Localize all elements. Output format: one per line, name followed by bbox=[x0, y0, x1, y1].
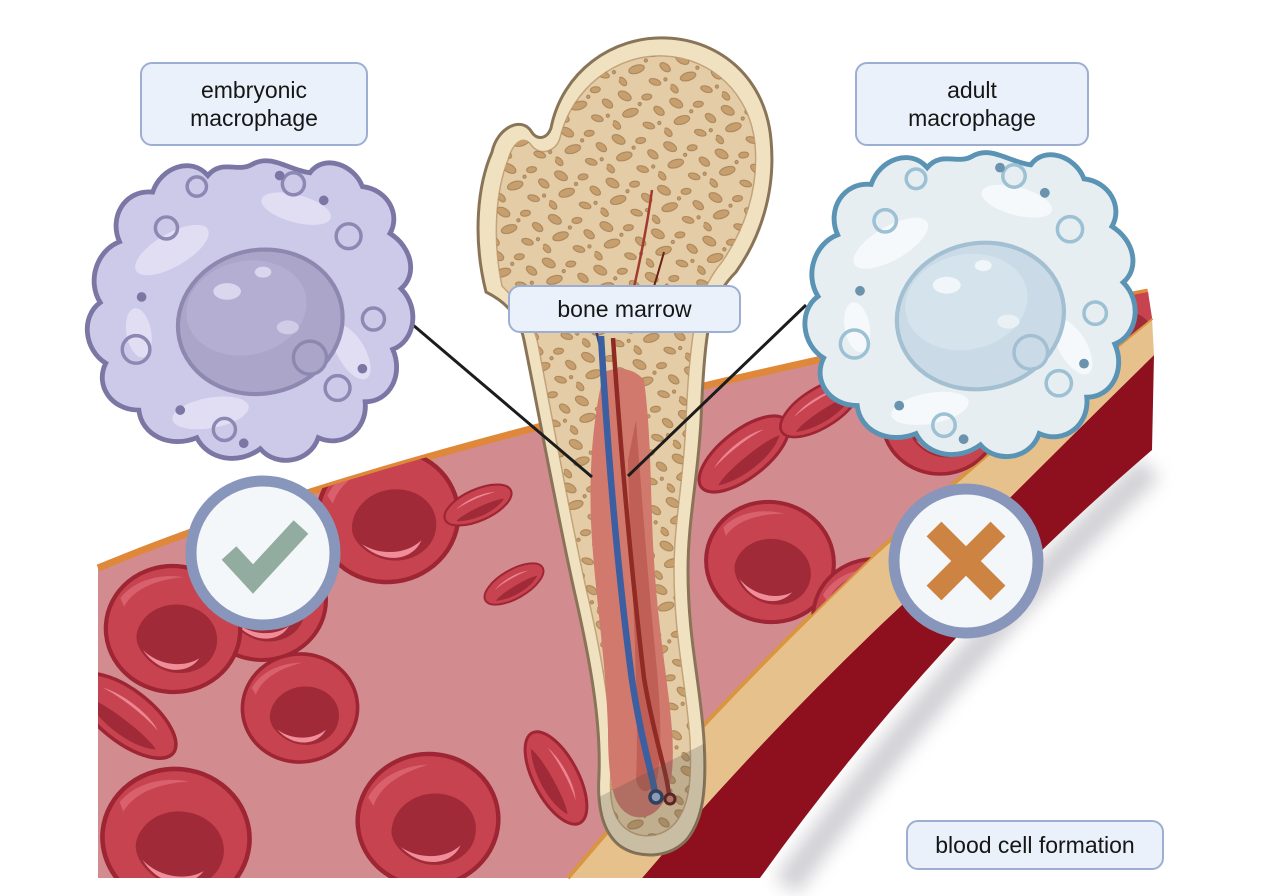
vein-line bbox=[597, 335, 659, 794]
vessel-shadow bbox=[774, 457, 1160, 895]
cross-badge bbox=[888, 483, 1044, 639]
cross-icon bbox=[926, 521, 1006, 601]
label-bone-marrow: bone marrow bbox=[508, 285, 741, 333]
check-badge bbox=[185, 475, 341, 631]
bone-vessels bbox=[586, 189, 677, 806]
pointer-line-left bbox=[412, 323, 593, 479]
label-blood-cell-formation-text: blood cell formation bbox=[935, 831, 1135, 858]
femur-bone bbox=[476, 36, 774, 857]
label-adult-macrophage: adult macrophage bbox=[855, 62, 1089, 146]
vein-end bbox=[648, 789, 664, 805]
pointer-line-right bbox=[626, 303, 808, 478]
check-icon bbox=[221, 520, 309, 594]
label-bone-marrow-text: bone marrow bbox=[557, 295, 692, 322]
check-badge-circle bbox=[185, 475, 341, 631]
artery-line bbox=[610, 337, 672, 796]
artery-end bbox=[663, 792, 677, 806]
label-adult-macrophage-text: adult macrophage bbox=[908, 76, 1036, 131]
label-blood-cell-formation: blood cell formation bbox=[906, 820, 1164, 870]
label-embryonic-macrophage: embryonic macrophage bbox=[140, 62, 368, 146]
embryonic-macrophage-cell bbox=[87, 160, 413, 461]
vessel-wall-cut-surface bbox=[568, 318, 1154, 878]
vessel-wall-outer bbox=[642, 355, 1154, 878]
label-embryonic-macrophage-text: embryonic macrophage bbox=[190, 76, 318, 131]
bone-marrow-shade bbox=[628, 420, 661, 792]
